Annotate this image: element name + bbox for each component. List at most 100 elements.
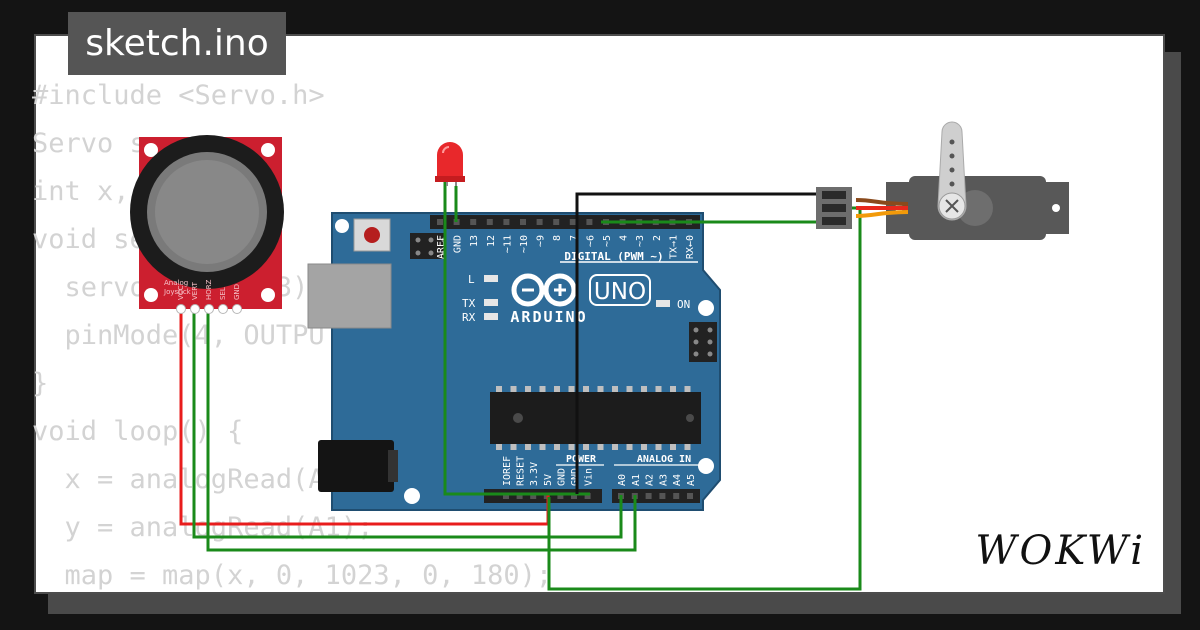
chip-leg — [496, 386, 502, 392]
uno-badge — [589, 274, 651, 306]
chip-leg — [670, 444, 676, 450]
chip-leg — [525, 444, 531, 450]
digital-pin-label: ~10 — [519, 235, 530, 253]
power-pin-label: 5V — [543, 474, 554, 486]
led-tx-label: TX — [462, 297, 476, 310]
chip-leg — [510, 444, 517, 450]
joystick-label: Analog — [164, 279, 188, 287]
power-pin-label: 3.3V — [529, 462, 540, 486]
wokwi-logo: WOKWi — [975, 528, 1146, 574]
power-pin-hole[interactable] — [584, 493, 591, 499]
chip-leg — [655, 444, 662, 450]
led-rx — [484, 313, 498, 320]
icsp-header-right — [689, 322, 717, 362]
analog-pin-hole[interactable] — [673, 493, 680, 499]
mounting-hole — [404, 488, 420, 504]
mounting-hole — [698, 458, 714, 474]
joystick-pin[interactable] — [190, 304, 200, 314]
joystick-pin-label: HORZ — [205, 279, 213, 300]
digital-pin-label: AREF — [436, 235, 447, 259]
code-line: } — [32, 368, 49, 399]
usb-port — [307, 263, 392, 329]
led-on-label: ON — [677, 298, 690, 311]
chip-leg — [626, 386, 633, 392]
analog-pin-hole[interactable] — [645, 493, 652, 499]
code-line: map = map(x, 0, 1023, 0, 180); — [32, 560, 553, 591]
analog-pin-label: A4 — [672, 474, 683, 486]
power-pin-hole[interactable] — [516, 493, 523, 499]
wire-vert-a0 — [192, 310, 623, 539]
led-dome — [437, 142, 463, 180]
joystick-pin-label: VCC — [177, 285, 185, 300]
power-header-label: POWER — [566, 454, 597, 465]
power-pin-hole[interactable] — [530, 493, 537, 499]
joystick-pin[interactable] — [218, 304, 228, 314]
digital-pin-hole[interactable] — [553, 219, 560, 225]
chip-leg — [626, 444, 633, 450]
digital-pin-hole[interactable] — [486, 219, 493, 225]
digital-pin-hole[interactable] — [569, 219, 576, 225]
chip-leg — [583, 444, 589, 450]
arduino-brand-label: ARDUINO — [510, 308, 587, 326]
digital-pin-label: 7 — [569, 235, 580, 241]
analog-pin-label: A2 — [645, 474, 656, 486]
digital-pin-label: ~3 — [635, 235, 646, 247]
wire-led — [443, 180, 590, 496]
analog-pin-hole[interactable] — [687, 493, 693, 499]
chip-leg — [583, 386, 589, 392]
chip-leg — [641, 386, 647, 392]
analog-pin-hole[interactable] — [659, 493, 666, 499]
joystick-pin[interactable] — [204, 304, 214, 314]
servo-motor[interactable] — [816, 121, 1069, 240]
arduino-infinity-icon — [511, 273, 577, 307]
digital-pin-hole[interactable] — [503, 219, 510, 225]
digital-pin-label: 13 — [469, 235, 480, 247]
mounting-hole — [335, 219, 349, 233]
power-pin-hole[interactable] — [503, 493, 509, 499]
joystick-pin[interactable] — [232, 304, 242, 314]
digital-pin-hole[interactable] — [536, 219, 543, 225]
reset-button-cap[interactable] — [364, 227, 380, 243]
chip-leg — [670, 386, 676, 392]
analog-pin-label: A3 — [658, 474, 669, 486]
digital-pin-hole[interactable] — [470, 219, 477, 225]
digital-pin-label: 12 — [486, 235, 497, 247]
digital-pin-label: TX→1 — [668, 235, 679, 259]
digital-header-label: DIGITAL (PWM ~) — [564, 250, 663, 263]
red-led[interactable] — [435, 142, 465, 186]
chip-leg — [510, 386, 517, 392]
analog-header — [612, 489, 700, 503]
digital-pin-hole[interactable] — [520, 219, 526, 225]
power-pin-hole[interactable] — [571, 493, 577, 499]
digital-pin-label: RX←0 — [685, 235, 696, 259]
wire-servo-gnd — [575, 192, 822, 494]
chip-leg — [612, 444, 618, 450]
joystick-pin[interactable] — [176, 304, 186, 314]
joystick-pin-label: VERT — [191, 281, 199, 300]
digital-pin-hole[interactable] — [437, 219, 443, 225]
analog-pin-label: A5 — [686, 474, 697, 486]
chip-leg — [568, 444, 575, 450]
chip-leg — [568, 386, 575, 392]
digital-pin-label: ~11 — [502, 235, 513, 253]
power-pin-label: Vin — [584, 468, 595, 486]
analog-header-label: ANALOG IN — [637, 454, 691, 465]
digital-header — [430, 215, 700, 229]
chip-leg — [655, 386, 662, 392]
joystick-label: Joystick — [163, 288, 192, 296]
file-title-tab[interactable]: sketch.ino — [68, 12, 286, 75]
chip-leg — [612, 386, 618, 392]
led-tx — [484, 299, 498, 306]
chip-leg — [597, 444, 604, 450]
power-header — [484, 489, 602, 503]
digital-pin-label: 4 — [619, 235, 630, 241]
chip-leg — [554, 386, 560, 392]
digital-pin-hole[interactable] — [586, 219, 593, 225]
chip-leg — [597, 386, 604, 392]
chip-leg — [641, 444, 647, 450]
power-pin-hole[interactable] — [557, 493, 564, 499]
reset-button[interactable] — [353, 218, 391, 252]
